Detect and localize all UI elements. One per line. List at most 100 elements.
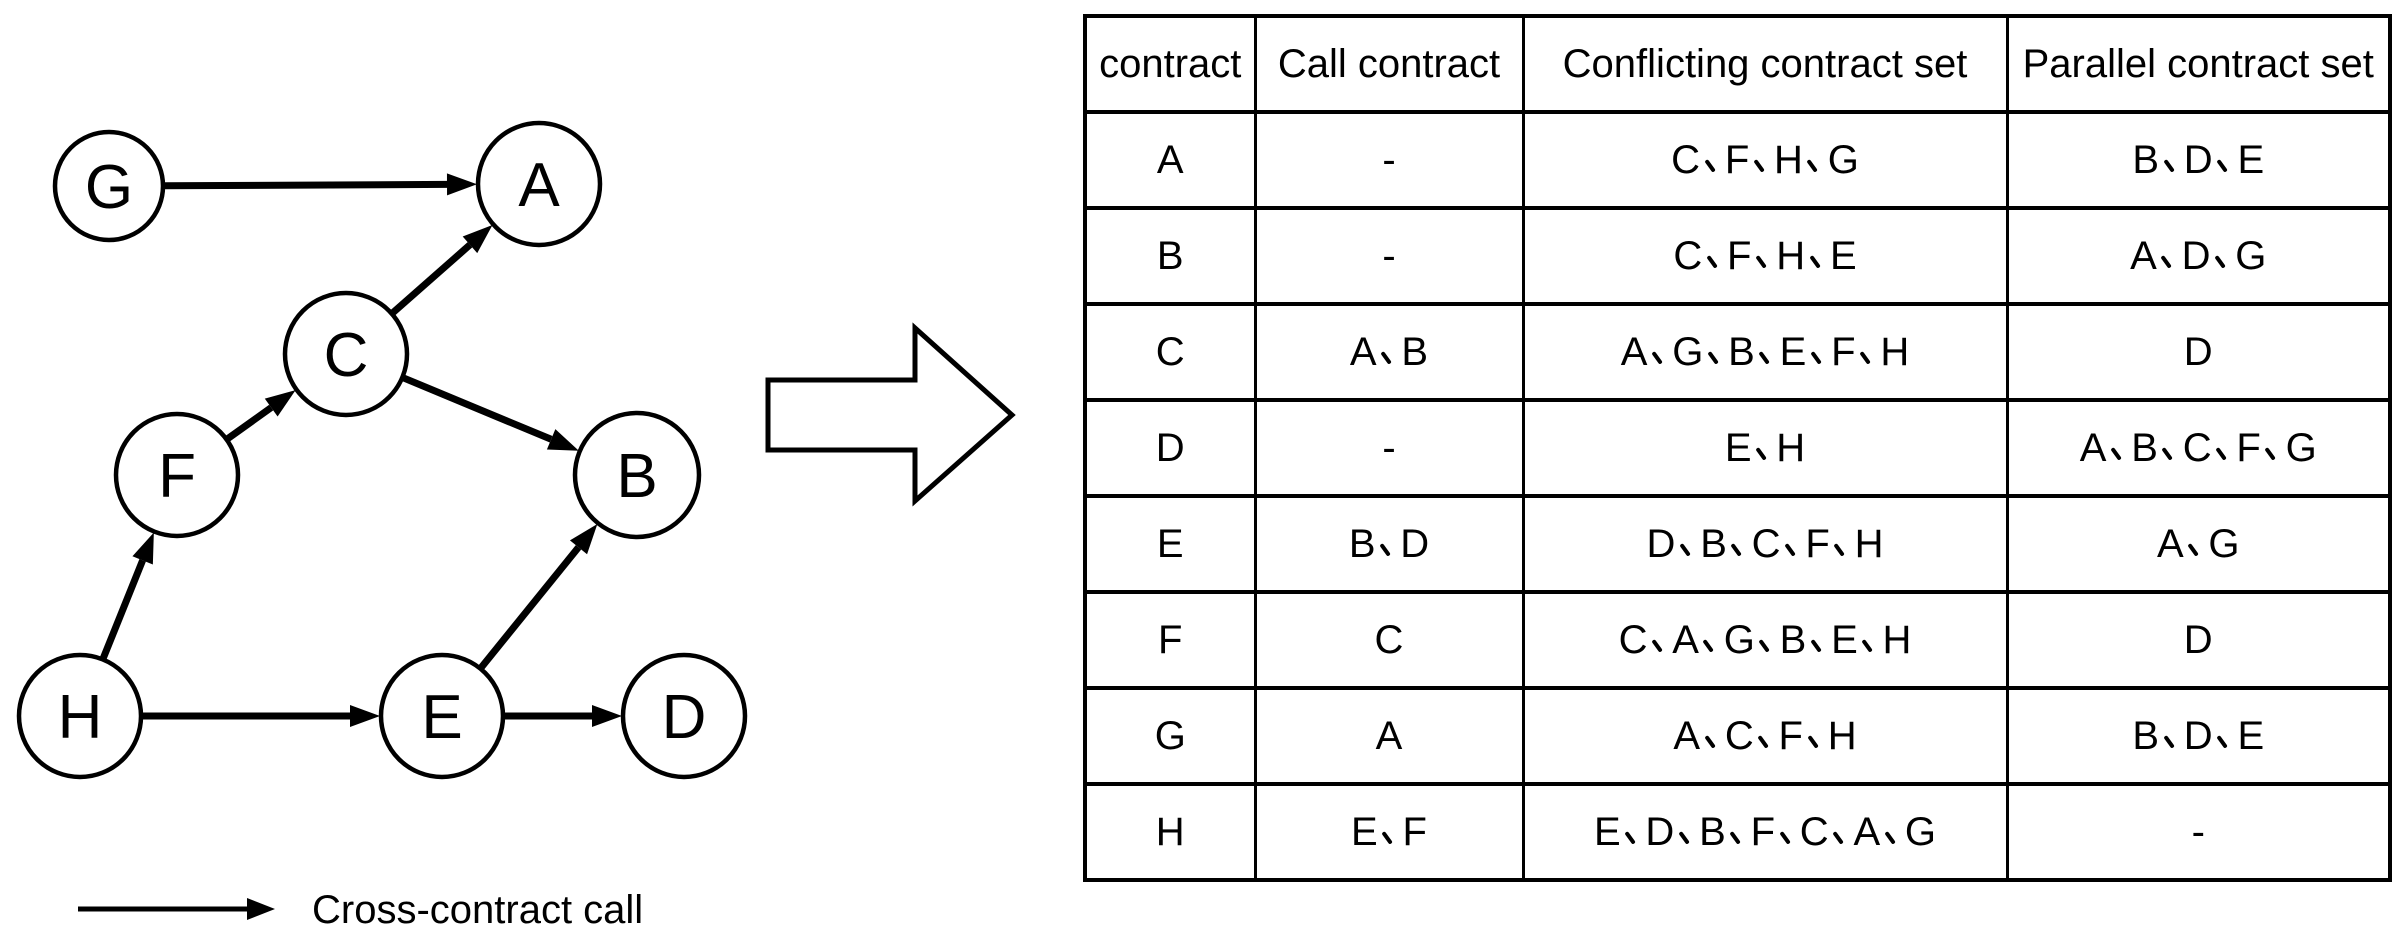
- node-label-D: D: [662, 683, 707, 752]
- contract-cell: F: [1083, 590, 1257, 690]
- ideographic-comma-separator: [1809, 640, 1821, 656]
- ideographic-comma-separator: [2215, 736, 2227, 752]
- call-contract-cell: -: [1253, 398, 1525, 498]
- ideographic-comma-separator: [1623, 832, 1635, 848]
- ideographic-comma-separator: [1756, 736, 1768, 752]
- legend-label: Cross-contract call: [312, 888, 644, 932]
- ideographic-comma-separator: [1752, 160, 1764, 176]
- ideographic-comma-separator: [1706, 352, 1718, 368]
- ideographic-comma-separator: [1808, 256, 1820, 272]
- contract-cell: B: [1083, 206, 1257, 306]
- ideographic-comma-separator: [1728, 832, 1740, 848]
- ideographic-comma-separator: [1777, 832, 1789, 848]
- ideographic-comma-separator: [1650, 352, 1662, 368]
- graph-node-D: D: [620, 652, 748, 780]
- edge-H-E: [142, 705, 380, 727]
- ideographic-comma-separator: [2213, 256, 2225, 272]
- ideographic-comma-separator: [1757, 352, 1769, 368]
- ideographic-comma-separator: [1702, 160, 1714, 176]
- ideographic-comma-separator: [1677, 832, 1689, 848]
- call-contract-cell: C: [1253, 590, 1525, 690]
- edge-C-A: [390, 224, 493, 316]
- contract-cell: G: [1083, 686, 1257, 786]
- ideographic-comma-separator: [2161, 736, 2173, 752]
- graph-node-B: B: [572, 410, 702, 540]
- contract-cell: H: [1083, 782, 1257, 882]
- ideographic-comma-separator: [1757, 640, 1769, 656]
- call-contract-cell: -: [1253, 110, 1525, 210]
- node-label-B: B: [616, 442, 657, 511]
- ideographic-comma-separator: [2186, 544, 2198, 560]
- graph-nodes: G A C F B H E D: [16, 120, 748, 780]
- node-label-F: F: [158, 442, 196, 511]
- ideographic-comma-separator: [2160, 448, 2172, 464]
- parallel-set-cell: D: [2005, 590, 2392, 690]
- ideographic-comma-separator: [1754, 448, 1766, 464]
- edge-H-F: [99, 532, 154, 660]
- contract-cell: A: [1083, 110, 1257, 210]
- ideographic-comma-separator: [2161, 160, 2173, 176]
- node-label-C: C: [324, 321, 369, 390]
- ideographic-comma-separator: [1705, 256, 1717, 272]
- ideographic-comma-separator: [2263, 448, 2275, 464]
- ideographic-comma-separator: [1650, 640, 1662, 656]
- ideographic-comma-separator: [1678, 544, 1690, 560]
- graph-node-G: G: [52, 129, 166, 243]
- graph-node-E: E: [378, 652, 506, 780]
- transform-arrow-icon: [765, 322, 1016, 507]
- edge-G-A: [163, 173, 478, 196]
- contract-cell: E: [1083, 494, 1257, 594]
- contract-cell: D: [1083, 398, 1257, 498]
- ideographic-comma-separator: [1701, 640, 1713, 656]
- ideographic-comma-separator: [2215, 160, 2227, 176]
- column-header-4: Parallel contract set: [2005, 14, 2392, 114]
- ideographic-comma-separator: [2109, 448, 2121, 464]
- contract-call-graph: G A C F B H E D: [16, 120, 1016, 920]
- node-label-H: H: [58, 683, 103, 752]
- ideographic-comma-separator: [1378, 544, 1390, 560]
- ideographic-comma-separator: [1380, 832, 1392, 848]
- edge-C-B: [401, 374, 579, 451]
- contract-cell: C: [1083, 302, 1257, 402]
- node-label-A: A: [518, 151, 560, 220]
- graph-node-C: C: [282, 290, 410, 418]
- ideographic-comma-separator: [1379, 352, 1391, 368]
- ideographic-comma-separator: [1831, 832, 1843, 848]
- legend-arrow-icon: [78, 898, 275, 920]
- ideographic-comma-separator: [1809, 352, 1821, 368]
- ideographic-comma-separator: [2159, 256, 2171, 272]
- call-contract-cell: -: [1253, 206, 1525, 306]
- graph-node-A: A: [475, 120, 603, 248]
- call-contract-cell: A: [1253, 686, 1525, 786]
- graph-node-H: H: [16, 652, 144, 780]
- column-header-3: Conflicting contract set: [1521, 14, 2009, 114]
- ideographic-comma-separator: [1783, 544, 1795, 560]
- ideographic-comma-separator: [1805, 736, 1817, 752]
- ideographic-comma-separator: [1702, 736, 1714, 752]
